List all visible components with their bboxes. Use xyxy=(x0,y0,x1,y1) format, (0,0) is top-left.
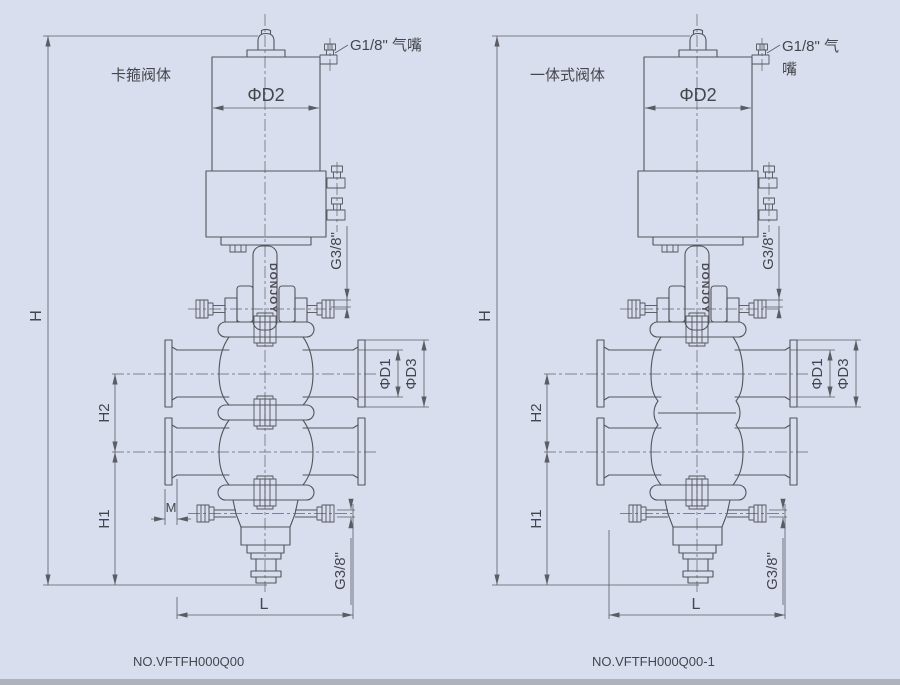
dim-label-h2: H2 xyxy=(96,403,113,422)
type-label: 卡箍阀体 xyxy=(111,67,171,84)
dim-label-d2: ΦD2 xyxy=(679,85,716,105)
dimensions xyxy=(43,35,429,619)
air-nozzle-label-line1: G1/8" 气 xyxy=(782,38,839,55)
clamp-body-shell xyxy=(217,336,315,486)
type-label: 一体式阀体 xyxy=(530,67,605,84)
dim-label-l: L xyxy=(260,596,269,613)
part-number: NO.VFTFH000Q00-1 xyxy=(592,654,715,669)
dim-label-l: L xyxy=(692,596,701,613)
air-nozzle-label: G1/8" 气嘴 xyxy=(350,37,422,54)
dim-label-h1: H1 xyxy=(528,509,545,528)
integral-valve-view: 一体式阀体 G1/8" 气 嘴 ΦD2 DONJOY H H2 H1 L ΦD1… xyxy=(477,13,861,669)
dim-label-g38-upper: G3/8" xyxy=(760,232,777,270)
dim-label-d1: ΦD1 xyxy=(377,358,394,389)
integral-body-shell xyxy=(650,336,744,486)
bottom-window-edge xyxy=(0,679,900,685)
dimensions xyxy=(492,35,861,619)
dim-label-h: H xyxy=(28,310,45,322)
dim-label-g38-lower: G3/8" xyxy=(332,552,349,590)
dim-label-d1: ΦD1 xyxy=(809,358,826,389)
dim-label-d3: ΦD3 xyxy=(835,358,852,389)
dim-label-h1: H1 xyxy=(96,509,113,528)
dim-label-h: H xyxy=(477,310,494,322)
dim-label-m: M xyxy=(166,500,177,515)
brand-text: DONJOY xyxy=(267,263,279,313)
dim-label-d3: ΦD3 xyxy=(403,358,420,389)
dim-label-h2: H2 xyxy=(528,403,545,422)
brand-text: DONJOY xyxy=(699,263,711,313)
clamp-valve-view: 卡箍阀体 G1/8" 气嘴 ΦD2 DONJOY H H2 H1 L M ΦD1… xyxy=(28,13,429,669)
air-nozzle-label-line2: 嘴 xyxy=(782,61,797,78)
dim-label-g38-lower: G3/8" xyxy=(764,552,781,590)
part-number: NO.VFTFH000Q00 xyxy=(133,654,244,669)
dim-label-d2: ΦD2 xyxy=(247,85,284,105)
dim-label-g38-upper: G3/8" xyxy=(328,232,345,270)
